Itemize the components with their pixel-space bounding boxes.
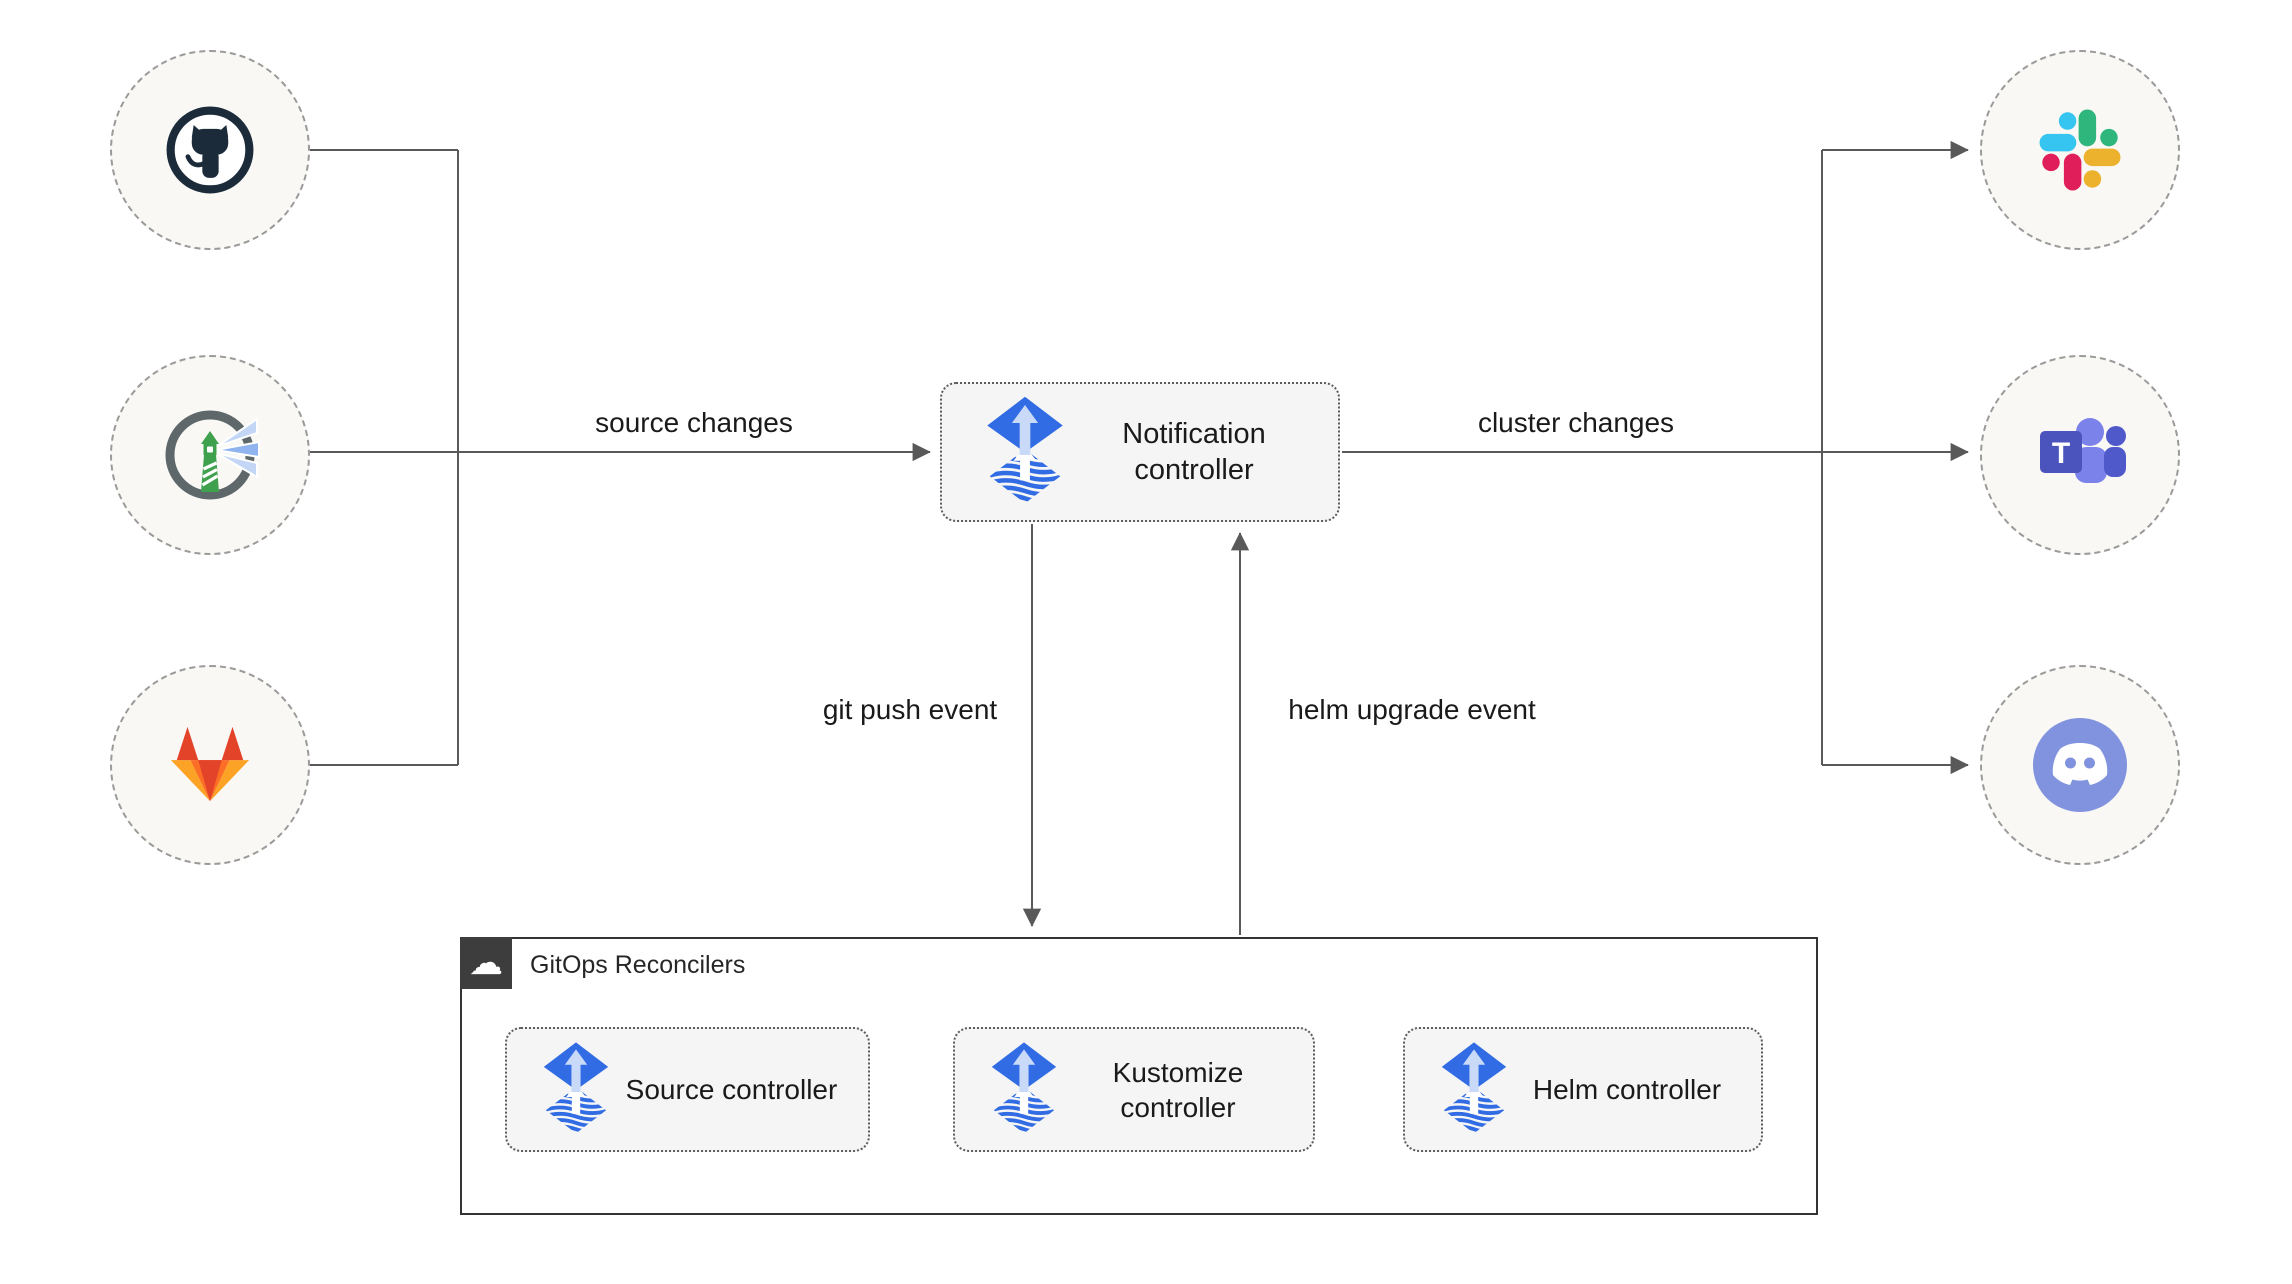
node-notification-controller: Notification controller [940,382,1340,522]
flux-icon [984,395,1066,510]
gitlab-icon [170,726,250,802]
destination-node-slack [1980,50,2180,250]
destination-node-teams: T [1980,355,2180,555]
edge-label-git-push-event: git push event [822,694,998,725]
teams-icon: T [2040,418,2126,483]
slack-icon [2039,109,2121,191]
flux-icon [1439,1041,1509,1139]
discord-icon [2033,718,2127,812]
destination-node-discord [1980,665,2180,865]
node-label-source: Source controller [625,1074,838,1105]
svg-text:T: T [2052,437,2070,470]
source-node-gitlab [110,665,310,865]
node-source-controller: Source controller [505,1027,870,1152]
cloud-badge: ☁ [460,937,512,989]
edge-label-helm-upgrade-event: helm upgrade event [1288,694,1536,725]
node-label-kustomize: Kustomize controller [1112,1056,1244,1123]
flux-icon [541,1041,611,1139]
edge-label-source-changes: source changes [595,407,793,438]
harbor-icon [165,410,260,500]
edge-label-cluster-changes: cluster changes [1477,407,1675,438]
node-kustomize-controller: Kustomize controller [953,1027,1315,1152]
flux-icon [989,1041,1059,1139]
source-node-harbor [110,355,310,555]
node-helm-controller: Helm controller [1403,1027,1763,1152]
cloud-icon: ☁ [469,943,503,983]
node-label-notification: Notification controller [1122,417,1266,486]
github-icon [166,106,254,194]
gitops-reconcilers-label: GitOps Reconcilers [530,950,746,979]
source-node-github [110,50,310,250]
node-label-helm: Helm controller [1532,1074,1722,1105]
